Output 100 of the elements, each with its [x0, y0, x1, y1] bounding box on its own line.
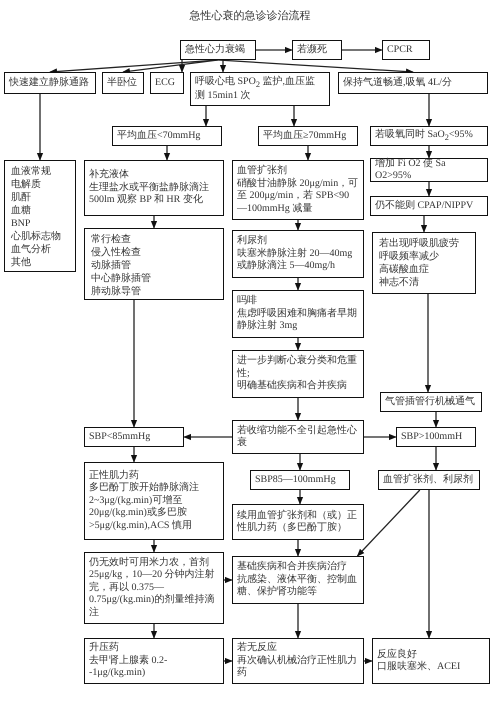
- step-text: 气管插管行机械通气: [385, 396, 476, 408]
- process-box: [370, 126, 488, 146]
- process-box: [380, 392, 482, 412]
- arrow: [256, 46, 293, 54]
- arrow: [150, 624, 158, 639]
- step-heading: 血液常规: [11, 165, 52, 178]
- step-text: 明确基础疾病和合并疾病: [237, 380, 348, 393]
- step-text: 仍不能则 CPAP/NIPPV: [375, 200, 474, 212]
- step-text: 呋塞米静脉注射 20—40mg 或静脉滴注 5—40mg/h: [237, 248, 354, 273]
- arrow: [420, 216, 428, 233]
- process-box: [112, 126, 222, 146]
- step-text: 去甲肾上腺素 0.2--1μg/(kg.min): [89, 654, 168, 680]
- step-text: 若濒死: [297, 44, 328, 56]
- step-text: 增加 Fi O2 使 Sa O2>95%: [375, 158, 447, 182]
- step-text: 呼吸频率减少: [379, 250, 440, 263]
- process-box: [232, 230, 364, 278]
- arrow: [426, 94, 432, 127]
- process-box: [292, 40, 342, 60]
- step-text: ECG: [155, 76, 176, 90]
- step-text: 快速建立静脉通路: [9, 76, 90, 90]
- arrow: [294, 220, 302, 231]
- step-text: 若吸氧同时 SaO$_{2}$<95%: [375, 128, 474, 144]
- step-heading: 基础疾病和合并疾病治疗: [237, 561, 348, 574]
- process-box: [258, 126, 358, 146]
- step-text: 多巴酚丁胺开始静脉滴注 2~3μg/(kg.min)可增至 20μg/(kg.min)或多巴胺>5μg/(kg.min),ACS 慎用: [89, 482, 200, 532]
- arrow: [218, 59, 414, 75]
- arrow: [36, 94, 44, 161]
- arrow: [122, 59, 218, 74]
- process-box: [102, 72, 144, 94]
- arrow: [296, 454, 304, 471]
- step-heading: 升压药: [89, 642, 120, 654]
- step-text: 中心静脉插管: [91, 272, 152, 285]
- step-heading: 若无反应: [237, 642, 277, 655]
- process-box: [84, 462, 224, 540]
- arrow: [294, 540, 302, 557]
- arrow: [424, 294, 432, 393]
- arrow: [150, 216, 158, 229]
- arrow: [294, 604, 302, 639]
- arrow: [224, 576, 233, 584]
- process-box: [232, 290, 364, 338]
- step-text: 口服呋塞米、ACEI: [377, 661, 462, 674]
- step-text: 电解质: [11, 178, 42, 191]
- step-text: 血管扩张剂、利尿剂: [383, 474, 474, 486]
- process-box: [4, 72, 96, 94]
- step-text: BNP: [11, 217, 32, 230]
- step-text: 半卧位: [107, 76, 138, 90]
- process-box: [232, 160, 364, 220]
- step-text: 抗感染、液体平衡、控制血糖、保护肾功能等: [237, 574, 358, 599]
- step-text: 血气分析: [11, 243, 52, 256]
- step-heading: 正性肌力药: [89, 470, 140, 482]
- process-box: [338, 72, 488, 94]
- process-box: [372, 232, 476, 294]
- step-text: 续用血管扩张剂和（或）正性肌力药（多巴酚丁胺）: [237, 510, 358, 534]
- step-text: 再次确认机械治疗正性肌力药: [237, 654, 358, 680]
- step-text: SBP85—100mmHg: [255, 474, 337, 486]
- arrow: [130, 447, 138, 463]
- step-text: 硝酸甘油静脉 20μg/min，可至 200μg/min，若 SPB<90—100mmHg 减量: [237, 178, 359, 215]
- arrow: [426, 146, 432, 159]
- arrow: [364, 658, 373, 664]
- process-box: [190, 72, 330, 106]
- process-box: [232, 350, 364, 398]
- step-text: CPCR: [387, 44, 414, 56]
- step-text: 焦虑呼吸困难和胸痛者早期静脉注射 3mg: [237, 308, 358, 333]
- arrow: [304, 146, 312, 161]
- process-box: [4, 160, 76, 272]
- process-box: [382, 40, 430, 60]
- arrow: [296, 490, 304, 505]
- step-text: SBP<85mmHg: [89, 430, 152, 444]
- step-text: 保持气道畅通,吸氧 4L/分: [343, 76, 453, 90]
- step-text: 血糖: [11, 204, 32, 217]
- step-text: 其他: [11, 256, 32, 269]
- process-box: [180, 40, 256, 60]
- arrow: [202, 106, 210, 127]
- step-text: 侵入性检查: [91, 246, 142, 259]
- arrow: [432, 412, 440, 428]
- process-box: [250, 470, 350, 490]
- arrow: [183, 434, 232, 440]
- arrow: [224, 658, 233, 664]
- process-box: [396, 427, 476, 447]
- step-heading: 利尿剂: [237, 235, 268, 248]
- process-box: [84, 427, 184, 447]
- step-text: 呼吸心电 SPO$_{2}$ 监护,血压监测 15min1 次: [195, 76, 316, 102]
- arrow: [294, 278, 302, 291]
- step-text: SBP>100mmH: [401, 430, 464, 444]
- arrow: [150, 540, 158, 553]
- arrow: [356, 490, 420, 557]
- arrow: [426, 182, 432, 197]
- process-box: [232, 556, 364, 604]
- step-text: 若收缩功能不全引起急性心衰: [237, 424, 358, 450]
- process-box: [84, 638, 224, 684]
- step-heading: 补充液体: [89, 169, 130, 182]
- arrow: [432, 447, 440, 471]
- arrow: [178, 60, 186, 73]
- process-box: [370, 196, 488, 216]
- process-box: [370, 158, 488, 182]
- step-heading: 常行检查: [91, 233, 132, 246]
- process-box: [232, 420, 364, 454]
- step-heading: 若出现呼吸肌疲劳: [379, 237, 460, 250]
- process-box: [232, 638, 364, 684]
- arrow: [130, 300, 138, 428]
